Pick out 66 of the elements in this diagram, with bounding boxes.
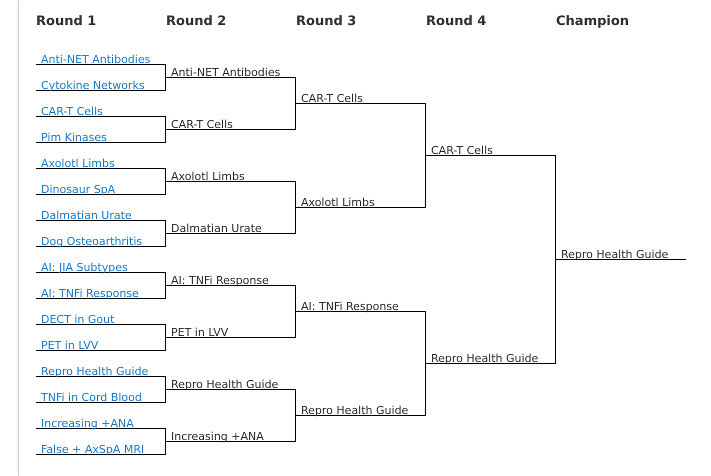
topic-link: AI: TNFi Response: [41, 287, 139, 301]
topic-name: Repro Health Guide: [561, 248, 668, 262]
topic-link: Pim Kinases: [41, 131, 107, 145]
topic-link: Axolotl Limbs: [41, 157, 115, 171]
bracket-connector: [165, 64, 166, 78]
bracket-connector: [165, 337, 166, 351]
column-heading: Round 4: [426, 14, 486, 30]
bracket-connector: [295, 103, 296, 130]
bracket-connector: [555, 259, 556, 364]
bracket-connector: [295, 181, 296, 208]
column-heading: Round 3: [296, 14, 356, 30]
bracket-connector: [165, 441, 166, 455]
bracket-connector: [165, 168, 166, 182]
column-heading: Round 2: [166, 14, 226, 30]
bracket-connector: [165, 116, 166, 130]
bracket-connector: [165, 129, 166, 143]
topic-name: AI: TNFi Response: [171, 274, 269, 288]
topic-name: CAR-T Cells: [431, 144, 493, 158]
topic-name: Increasing +ANA: [171, 430, 264, 444]
bracket-connector: [295, 415, 296, 442]
bracket-connector: [295, 207, 296, 234]
bracket-connector: [165, 428, 166, 442]
topic-name: AI: TNFi Response: [301, 300, 399, 314]
column-heading: Champion: [556, 14, 630, 30]
topic-name: Repro Health Guide: [171, 378, 278, 392]
bracket-connector: [295, 311, 296, 338]
topic-link: DECT in Gout: [41, 313, 114, 327]
topic-link: False + AxSpA MRI: [41, 443, 144, 457]
topic-link: CAR-T Cells: [41, 105, 103, 119]
topic-name: Anti-NET Antibodies: [171, 66, 280, 80]
topic-name: PET in LVV: [171, 326, 228, 340]
bracket-connector: [165, 272, 166, 286]
topic-link: AI: JIA Subtypes: [41, 261, 128, 275]
bracket-connector: [295, 77, 296, 104]
bracket-connector: [165, 233, 166, 247]
bracket-connector: [165, 220, 166, 234]
topic-link: Repro Health Guide: [41, 365, 148, 379]
bracket-connector: [425, 103, 426, 156]
topic-name: Axolotl Limbs: [171, 170, 245, 184]
bracket-connector: [295, 285, 296, 312]
bracket-connector: [295, 389, 296, 416]
bracket-connector: [425, 311, 426, 364]
bracket-connector: [165, 181, 166, 195]
bracket-connector: [165, 77, 166, 91]
topic-name: Repro Health Guide: [301, 404, 408, 418]
topic-name: CAR-T Cells: [171, 118, 233, 132]
topic-link: Dog Osteoarthritis: [41, 235, 142, 249]
topic-name: CAR-T Cells: [301, 92, 363, 106]
bracket-connector: [425, 155, 426, 208]
bracket-connector: [165, 285, 166, 299]
topic-link: Cytokine Networks: [41, 79, 145, 93]
topic-link: Dalmatian Urate: [41, 209, 132, 223]
topic-name: Dalmatian Urate: [171, 222, 262, 236]
topic-name: Repro Health Guide: [431, 352, 538, 366]
bracket-connector: [165, 389, 166, 403]
topic-link: Anti-NET Antibodies: [41, 53, 150, 67]
bracket-connector: [165, 376, 166, 390]
bracket-connector: [165, 324, 166, 338]
topic-name: Axolotl Limbs: [301, 196, 375, 210]
topic-link: TNFi in Cord Blood: [41, 391, 142, 405]
bracket-connector: [555, 155, 556, 260]
topic-link: Increasing +ANA: [41, 417, 134, 431]
topic-link: Dinosaur SpA: [41, 183, 116, 197]
column-heading: Round 1: [36, 14, 96, 30]
bracket-connector: [425, 363, 426, 416]
topic-link: PET in LVV: [41, 339, 98, 353]
